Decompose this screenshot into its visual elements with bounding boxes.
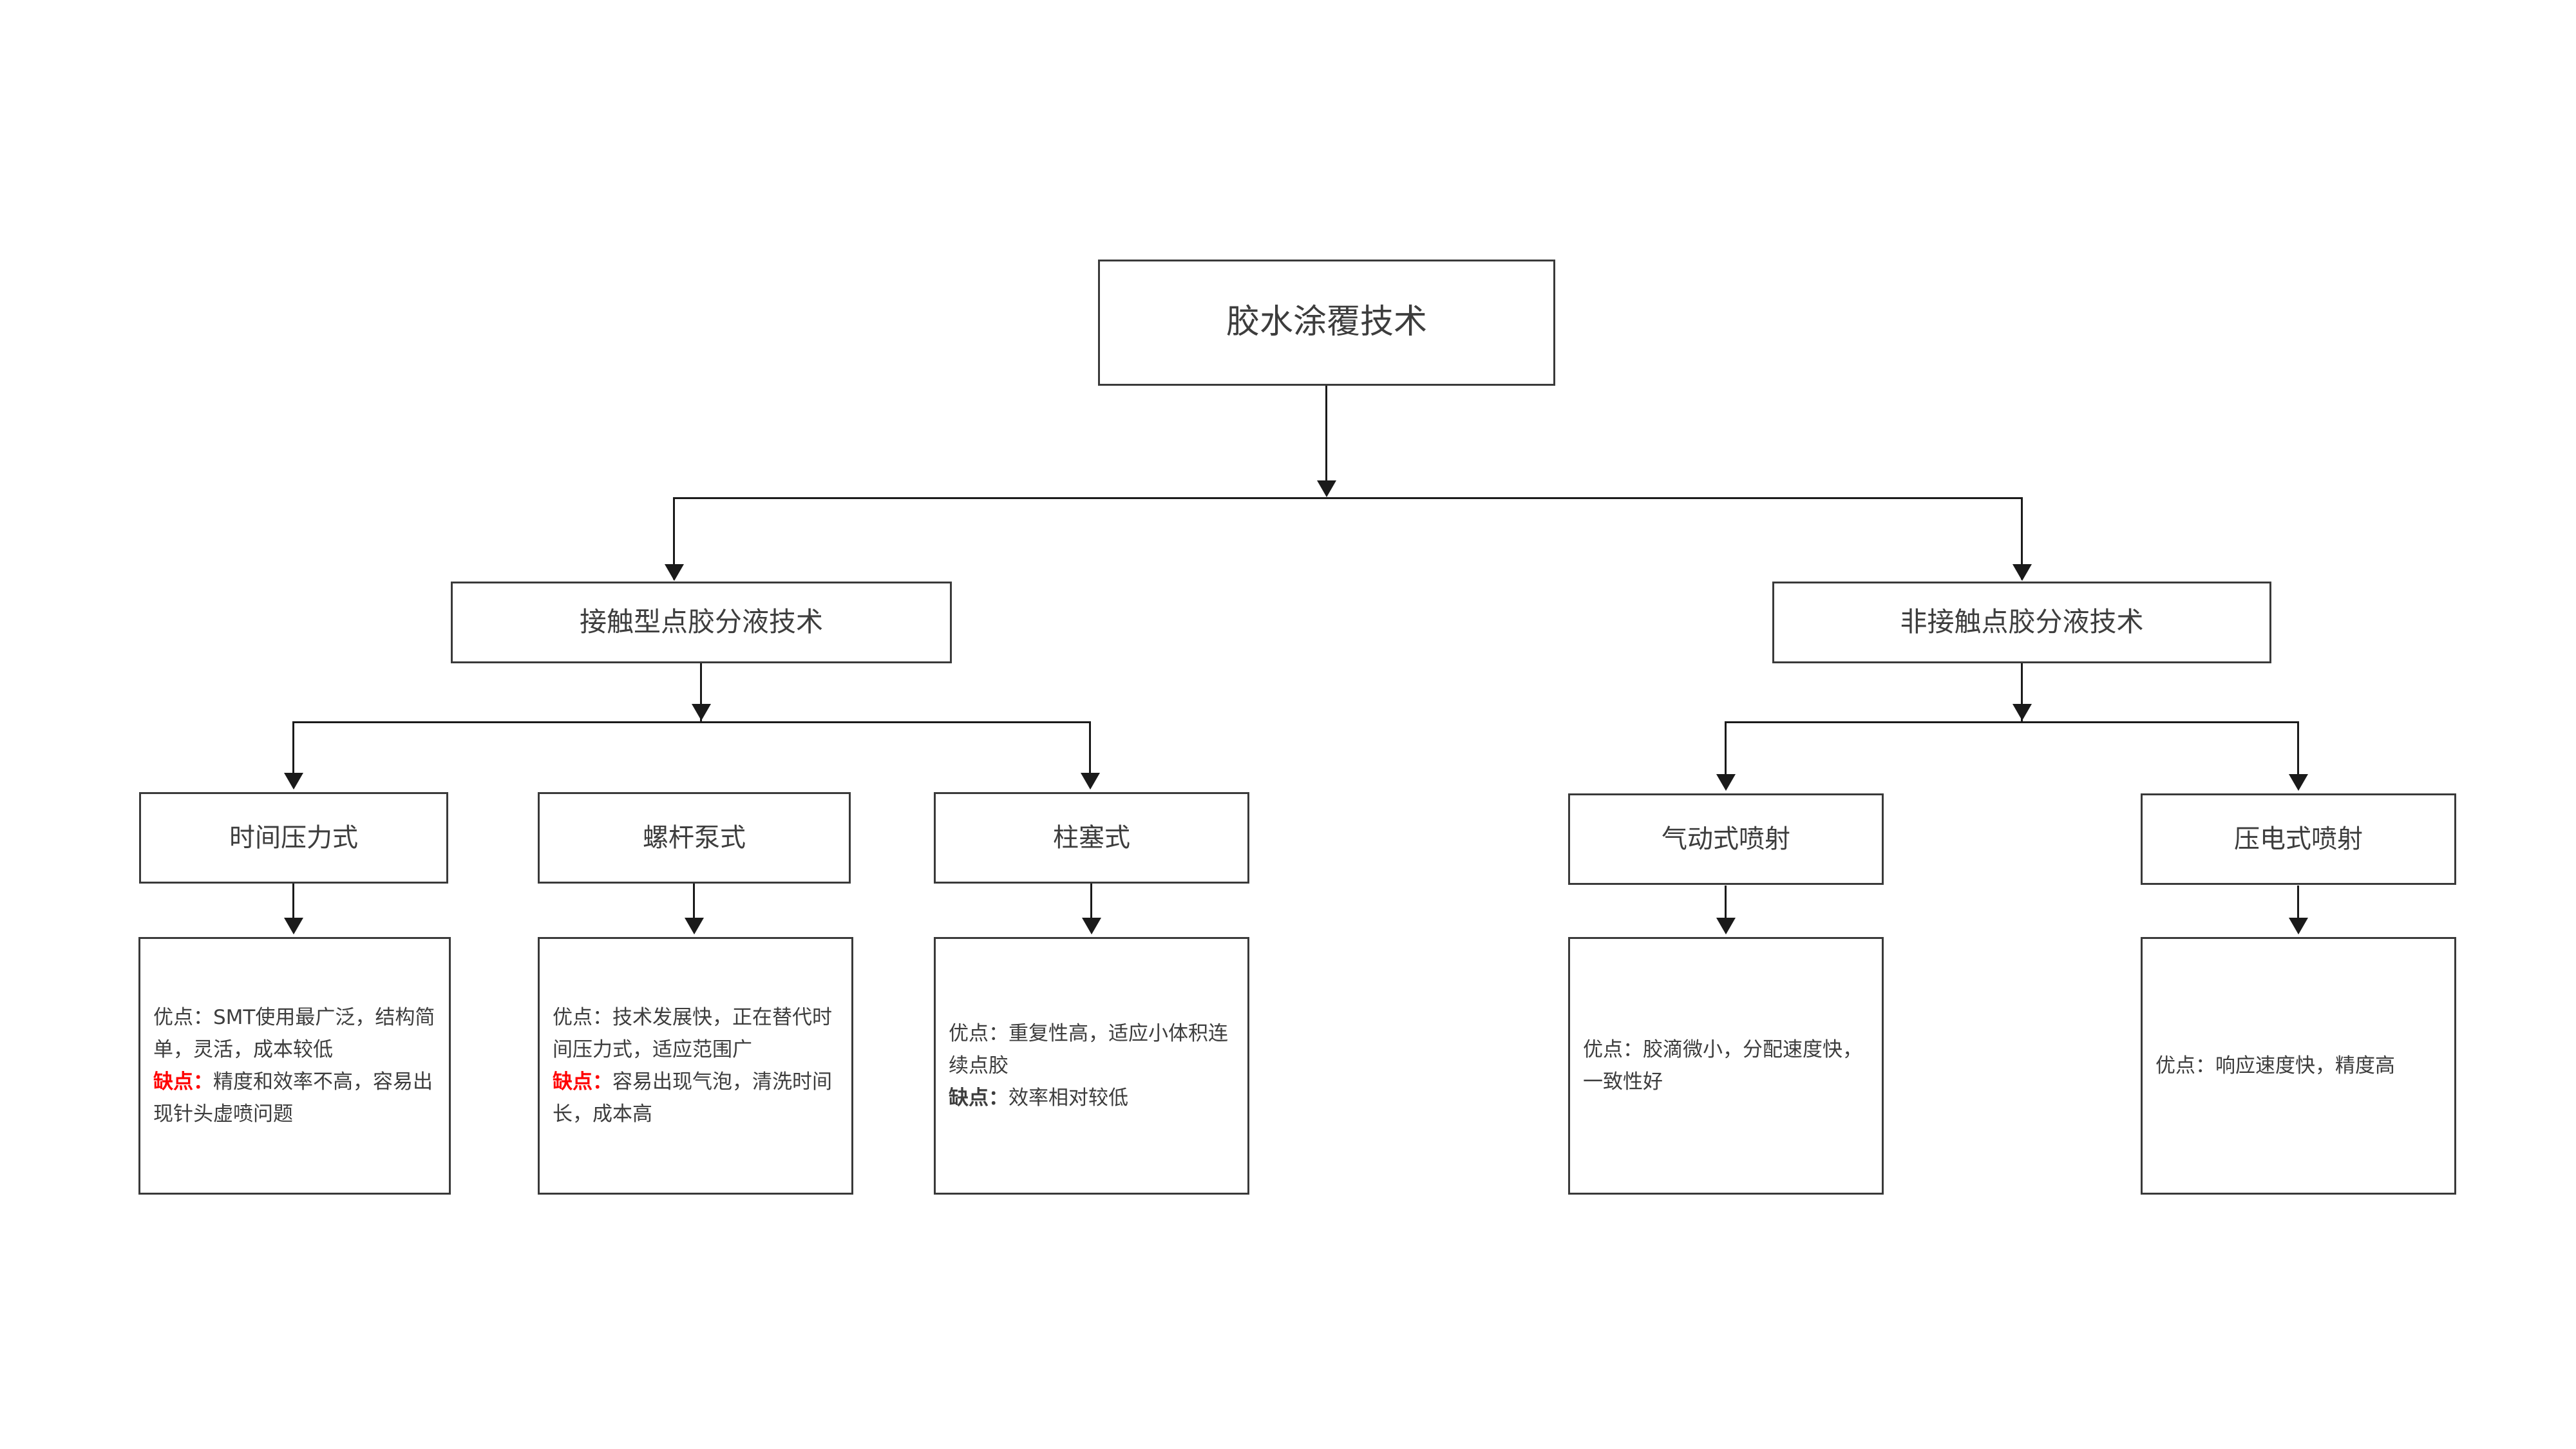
detail-box-time-pressure[interactable]: 优点：SMT使用最广泛，结构简单，灵活，成本较低 缺点：精度和效率不高，容易出现… bbox=[138, 937, 451, 1195]
arrow-to-piston bbox=[1081, 773, 1100, 790]
connector-piston-detail bbox=[1090, 884, 1092, 923]
node-contact-dispensing-technology[interactable]: 接触型点胶分液技术 bbox=[451, 582, 952, 663]
pros-label: 优点： bbox=[949, 1021, 1009, 1045]
detail-text-piston: 优点：重复性高，适应小体积连续点胶 缺点：效率相对较低 bbox=[949, 1018, 1237, 1115]
arrow-to-detail-piezoelectric bbox=[2289, 918, 2308, 934]
node-piezoelectric-jetting[interactable]: 压电式喷射 bbox=[2141, 793, 2456, 885]
pros-label: 优点： bbox=[553, 1005, 612, 1029]
cons-label: 缺点： bbox=[553, 1070, 612, 1094]
connector-left-sub-bus bbox=[292, 721, 1091, 723]
arrow-to-piezoelectric bbox=[2289, 774, 2308, 791]
connector-contact-stem bbox=[700, 663, 702, 723]
cons-text: 精度和效率不高，容易出现针头虚喷问题 bbox=[153, 1070, 433, 1126]
detail-box-piston[interactable]: 优点：重复性高，适应小体积连续点胶 缺点：效率相对较低 bbox=[934, 937, 1249, 1195]
connector-right-drop-2 bbox=[2297, 721, 2299, 777]
connector-right-drop-1 bbox=[1725, 721, 1727, 777]
pros-text: 技术发展快，正在替代时间压力式，适应范围广 bbox=[553, 1005, 832, 1061]
detail-box-pneumatic[interactable]: 优点：胶滴微小，分配速度快，一致性好 bbox=[1568, 937, 1884, 1195]
arrow-to-detail-screw-pump bbox=[685, 918, 704, 934]
node-time-pressure-type[interactable]: 时间压力式 bbox=[139, 792, 448, 884]
connector-left-drop-3 bbox=[1089, 721, 1091, 775]
detail-box-piezoelectric[interactable]: 优点：响应速度快，精度高 bbox=[2141, 937, 2456, 1195]
arrow-to-detail-piston bbox=[1082, 918, 1101, 934]
node-screw-pump-label: 螺杆泵式 bbox=[643, 823, 746, 853]
pros-label: 优点： bbox=[2155, 1054, 2215, 1077]
pros-label: 优点： bbox=[1583, 1037, 1643, 1061]
arrow-to-contact-node bbox=[665, 564, 684, 581]
detail-text-time-pressure: 优点：SMT使用最广泛，结构简单，灵活，成本较低 缺点：精度和效率不高，容易出现… bbox=[153, 1001, 439, 1131]
node-noncontact-label: 非接触点胶分液技术 bbox=[1900, 606, 2144, 638]
node-piston-label: 柱塞式 bbox=[1053, 823, 1130, 853]
connector-main-bus bbox=[673, 497, 2023, 499]
connector-piezoelectric-detail bbox=[2297, 886, 2299, 924]
node-time-pressure-label: 时间压力式 bbox=[229, 823, 358, 853]
connector-screw-pump-detail bbox=[693, 884, 695, 923]
arrow-noncontact-to-subbus bbox=[2012, 704, 2032, 721]
node-piston-type[interactable]: 柱塞式 bbox=[934, 792, 1249, 884]
node-root-glue-coating-technology[interactable]: 胶水涂覆技术 bbox=[1098, 260, 1555, 386]
node-pneumatic-label: 气动式喷射 bbox=[1662, 824, 1790, 854]
pros-text: SMT使用最广泛，结构简单，灵活，成本较低 bbox=[153, 1005, 435, 1061]
detail-text-screw-pump: 优点：技术发展快，正在替代时间压力式，适应范围广 缺点：容易出现气泡，清洗时间长… bbox=[553, 1001, 841, 1131]
arrow-to-noncontact-node bbox=[2012, 564, 2032, 581]
connector-bus-left-drop bbox=[673, 497, 675, 580]
node-contact-label: 接触型点胶分液技术 bbox=[579, 606, 823, 638]
arrow-to-time-pressure bbox=[284, 773, 303, 790]
cons-text: 容易出现气泡，清洗时间长，成本高 bbox=[553, 1070, 832, 1126]
arrow-root-to-bus bbox=[1317, 480, 1336, 497]
arrow-to-detail-time-pressure bbox=[284, 918, 303, 934]
arrow-to-detail-pneumatic bbox=[1716, 918, 1736, 934]
connector-root-stem bbox=[1325, 386, 1327, 482]
connector-right-sub-bus bbox=[1725, 721, 2299, 723]
detail-text-piezoelectric: 优点：响应速度快，精度高 bbox=[2155, 1050, 2444, 1082]
pros-text: 响应速度快，精度高 bbox=[2215, 1054, 2395, 1077]
connector-time-pressure-detail bbox=[292, 884, 294, 923]
cons-label: 缺点： bbox=[949, 1086, 1009, 1110]
cons-label: 缺点： bbox=[153, 1070, 213, 1094]
node-piezoelectric-label: 压电式喷射 bbox=[2234, 824, 2363, 854]
connector-bus-right-drop bbox=[2021, 497, 2023, 580]
connector-left-drop-1 bbox=[292, 721, 294, 775]
arrow-to-pneumatic bbox=[1716, 774, 1736, 791]
pros-text: 胶滴微小，分配速度快，一致性好 bbox=[1583, 1037, 1862, 1094]
node-noncontact-dispensing-technology[interactable]: 非接触点胶分液技术 bbox=[1772, 582, 2271, 663]
node-root-label: 胶水涂覆技术 bbox=[1226, 303, 1427, 342]
connector-pneumatic-detail bbox=[1725, 886, 1727, 924]
detail-box-screw-pump[interactable]: 优点：技术发展快，正在替代时间压力式，适应范围广 缺点：容易出现气泡，清洗时间长… bbox=[538, 937, 853, 1195]
cons-text: 效率相对较低 bbox=[1009, 1086, 1128, 1110]
pros-text: 重复性高，适应小体积连续点胶 bbox=[949, 1021, 1228, 1077]
detail-text-pneumatic: 优点：胶滴微小，分配速度快，一致性好 bbox=[1583, 1034, 1871, 1098]
node-pneumatic-jetting[interactable]: 气动式喷射 bbox=[1568, 793, 1884, 885]
connector-noncontact-stem bbox=[2021, 663, 2023, 723]
arrow-contact-to-subbus bbox=[692, 704, 711, 721]
pros-label: 优点： bbox=[153, 1005, 213, 1029]
node-screw-pump-type[interactable]: 螺杆泵式 bbox=[538, 792, 851, 884]
